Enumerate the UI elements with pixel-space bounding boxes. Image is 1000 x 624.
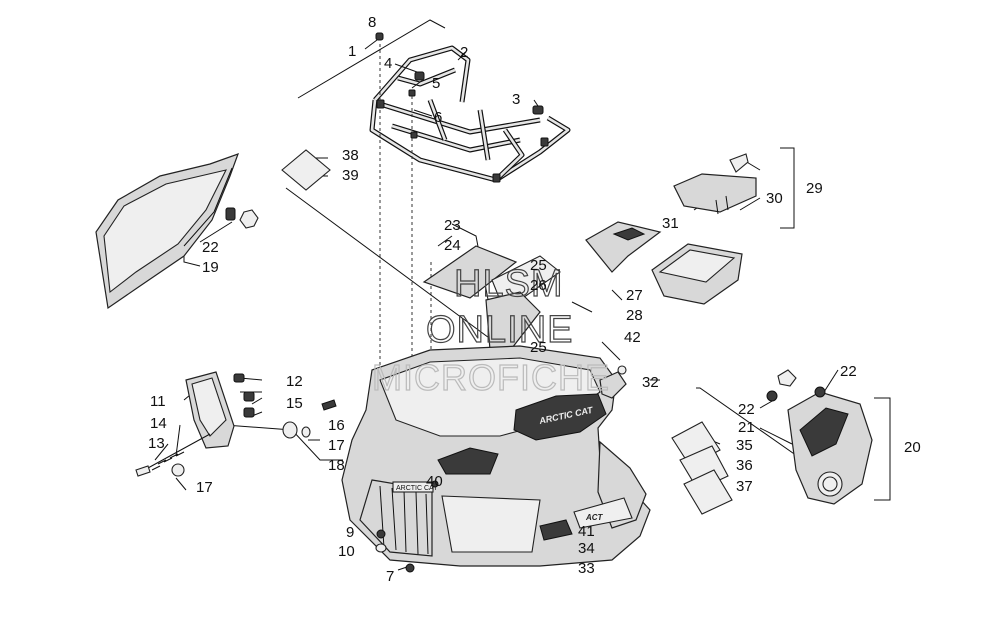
callout-17-bottom: 17 [196, 479, 213, 496]
fastener-42-icon [617, 365, 627, 375]
callout-2: 2 [460, 44, 468, 61]
callout-6: 6 [434, 109, 442, 126]
callout-14: 14 [150, 415, 167, 432]
callout-8: 8 [368, 14, 376, 31]
callout-22-left: 22 [202, 239, 219, 256]
callout-21: 21 [738, 419, 755, 436]
watermark-line3: MICROFICHE [372, 357, 610, 398]
grommet-18-icon [282, 421, 298, 439]
left-side-panel [95, 153, 259, 310]
callout-33: 33 [578, 560, 595, 577]
decal-38-39 [281, 149, 331, 191]
callout-30: 30 [766, 190, 783, 207]
rack-bolt-icon [375, 32, 384, 41]
fender-side-decal-text: ACT [585, 513, 604, 522]
callout-labels: 1 2 3 4 5 6 7 8 9 10 11 12 13 14 15 16 1… [148, 14, 921, 585]
grille-badge-text: ARCTIC CAT [396, 485, 438, 492]
callout-11: 11 [150, 393, 166, 410]
callout-24: 24 [444, 237, 461, 254]
grille-badge [392, 481, 434, 493]
callout-18: 18 [328, 457, 345, 474]
washer-17-icon [171, 463, 185, 477]
callout-22-mid: 22 [738, 401, 755, 418]
hood-badge-decal [513, 393, 607, 441]
callout-36: 36 [736, 457, 753, 474]
hardware-7-10 [375, 480, 439, 573]
callout-20: 20 [904, 439, 921, 456]
callout-41: 41 [578, 523, 595, 540]
callout-23: 23 [444, 217, 461, 234]
front-rack [297, 19, 571, 183]
callout-42: 42 [624, 329, 641, 346]
callout-37: 37 [736, 478, 753, 495]
callout-27: 27 [626, 287, 643, 304]
bolt-12-icon [233, 373, 245, 383]
callout-25-top: 25 [530, 257, 547, 274]
callout-26: 26 [530, 277, 547, 294]
right-side-panel [671, 369, 873, 515]
callout-39: 39 [342, 167, 359, 184]
callout-34: 34 [578, 540, 595, 557]
callout-3: 3 [512, 91, 520, 108]
watermark-line1: HLSM [454, 263, 564, 305]
watermark-line2: ONLINE [426, 309, 573, 351]
callout-9: 9 [346, 524, 354, 541]
callout-35: 35 [736, 437, 753, 454]
left-headlight [135, 371, 337, 477]
callout-32: 32 [642, 374, 659, 391]
callout-1: 1 [348, 43, 356, 60]
callout-12: 12 [286, 373, 303, 390]
watermark: HLSM ONLINE MICROFICHE [371, 262, 610, 398]
rack-bushing-icon [532, 105, 544, 115]
callout-40: 40 [426, 473, 443, 490]
callout-4: 4 [384, 55, 392, 72]
callout-29: 29 [806, 180, 823, 197]
callout-16: 16 [328, 417, 345, 434]
callout-7: 7 [386, 568, 394, 585]
storage-lid [422, 153, 757, 351]
front-fender: ARCTIC CAT ACT ARCTIC CAT [341, 345, 651, 567]
callout-15: 15 [286, 395, 303, 412]
callout-19: 19 [202, 259, 219, 276]
callout-17-top: 17 [328, 437, 345, 454]
panel-grommet-icon [225, 207, 236, 221]
panel-nut-icon [239, 209, 259, 229]
callout-10: 10 [338, 543, 355, 560]
callout-38: 38 [342, 147, 359, 164]
callout-22-right: 22 [840, 363, 857, 380]
callout-13: 13 [148, 435, 165, 452]
callout-28: 28 [626, 307, 643, 324]
callout-31: 31 [662, 215, 679, 232]
callout-25-bottom: 25 [530, 339, 547, 356]
callout-5: 5 [432, 75, 440, 92]
